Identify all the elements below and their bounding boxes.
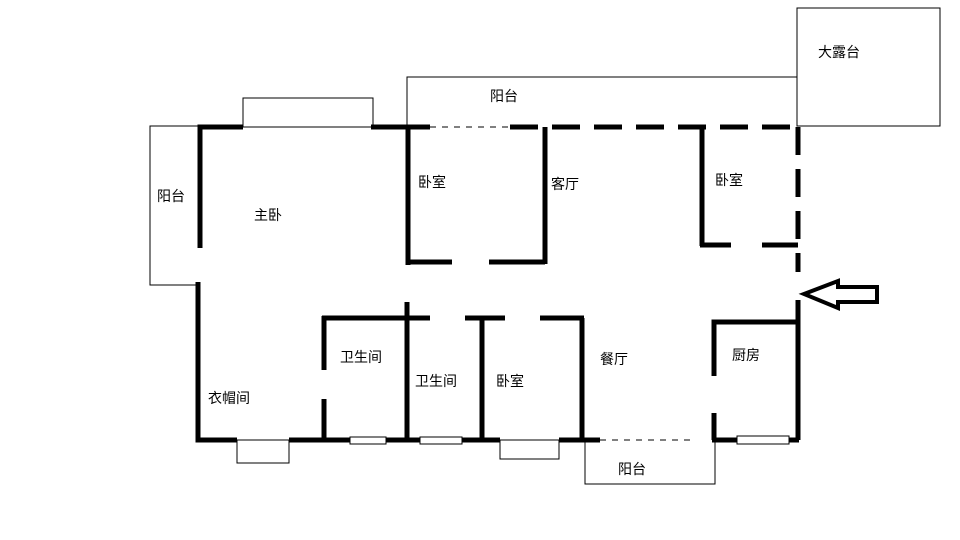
label-living-room: 客厅 bbox=[551, 176, 579, 193]
label-balcony-left: 阳台 bbox=[157, 189, 185, 205]
label-bathroom-2: 卫生间 bbox=[415, 374, 457, 390]
window-bath-2 bbox=[419, 436, 463, 445]
wall-kitchen-top bbox=[711, 319, 798, 376]
window-cloakroom bbox=[236, 439, 290, 464]
balcony-top-outline bbox=[406, 76, 797, 127]
label-bathroom-1: 卫生间 bbox=[340, 350, 382, 366]
label-bedroom-3: 卧室 bbox=[496, 373, 524, 390]
label-bedroom-1: 卧室 bbox=[418, 174, 446, 191]
entrance-arrow-icon bbox=[798, 278, 879, 311]
label-big-terrace: 大露台 bbox=[818, 45, 860, 61]
window-bedroom-3 bbox=[499, 439, 560, 460]
label-balcony-top: 阳台 bbox=[490, 89, 518, 105]
wall-left-lower bbox=[195, 282, 237, 443]
label-master-bedroom: 主卧 bbox=[254, 208, 282, 224]
big-terrace-outline bbox=[796, 7, 941, 127]
label-cloakroom: 衣帽间 bbox=[208, 391, 250, 407]
label-dining-room: 餐厅 bbox=[600, 352, 628, 368]
balcony-left-outline bbox=[149, 125, 198, 286]
window-kitchen bbox=[736, 435, 790, 445]
label-bedroom-2: 卧室 bbox=[715, 172, 743, 189]
label-balcony-bottom: 阳台 bbox=[618, 462, 646, 478]
window-master-top bbox=[242, 97, 374, 128]
wall-top-left bbox=[197, 124, 243, 248]
label-kitchen: 厨房 bbox=[732, 348, 760, 364]
window-bath-1 bbox=[349, 436, 387, 445]
balcony-bottom-outline bbox=[584, 441, 716, 485]
